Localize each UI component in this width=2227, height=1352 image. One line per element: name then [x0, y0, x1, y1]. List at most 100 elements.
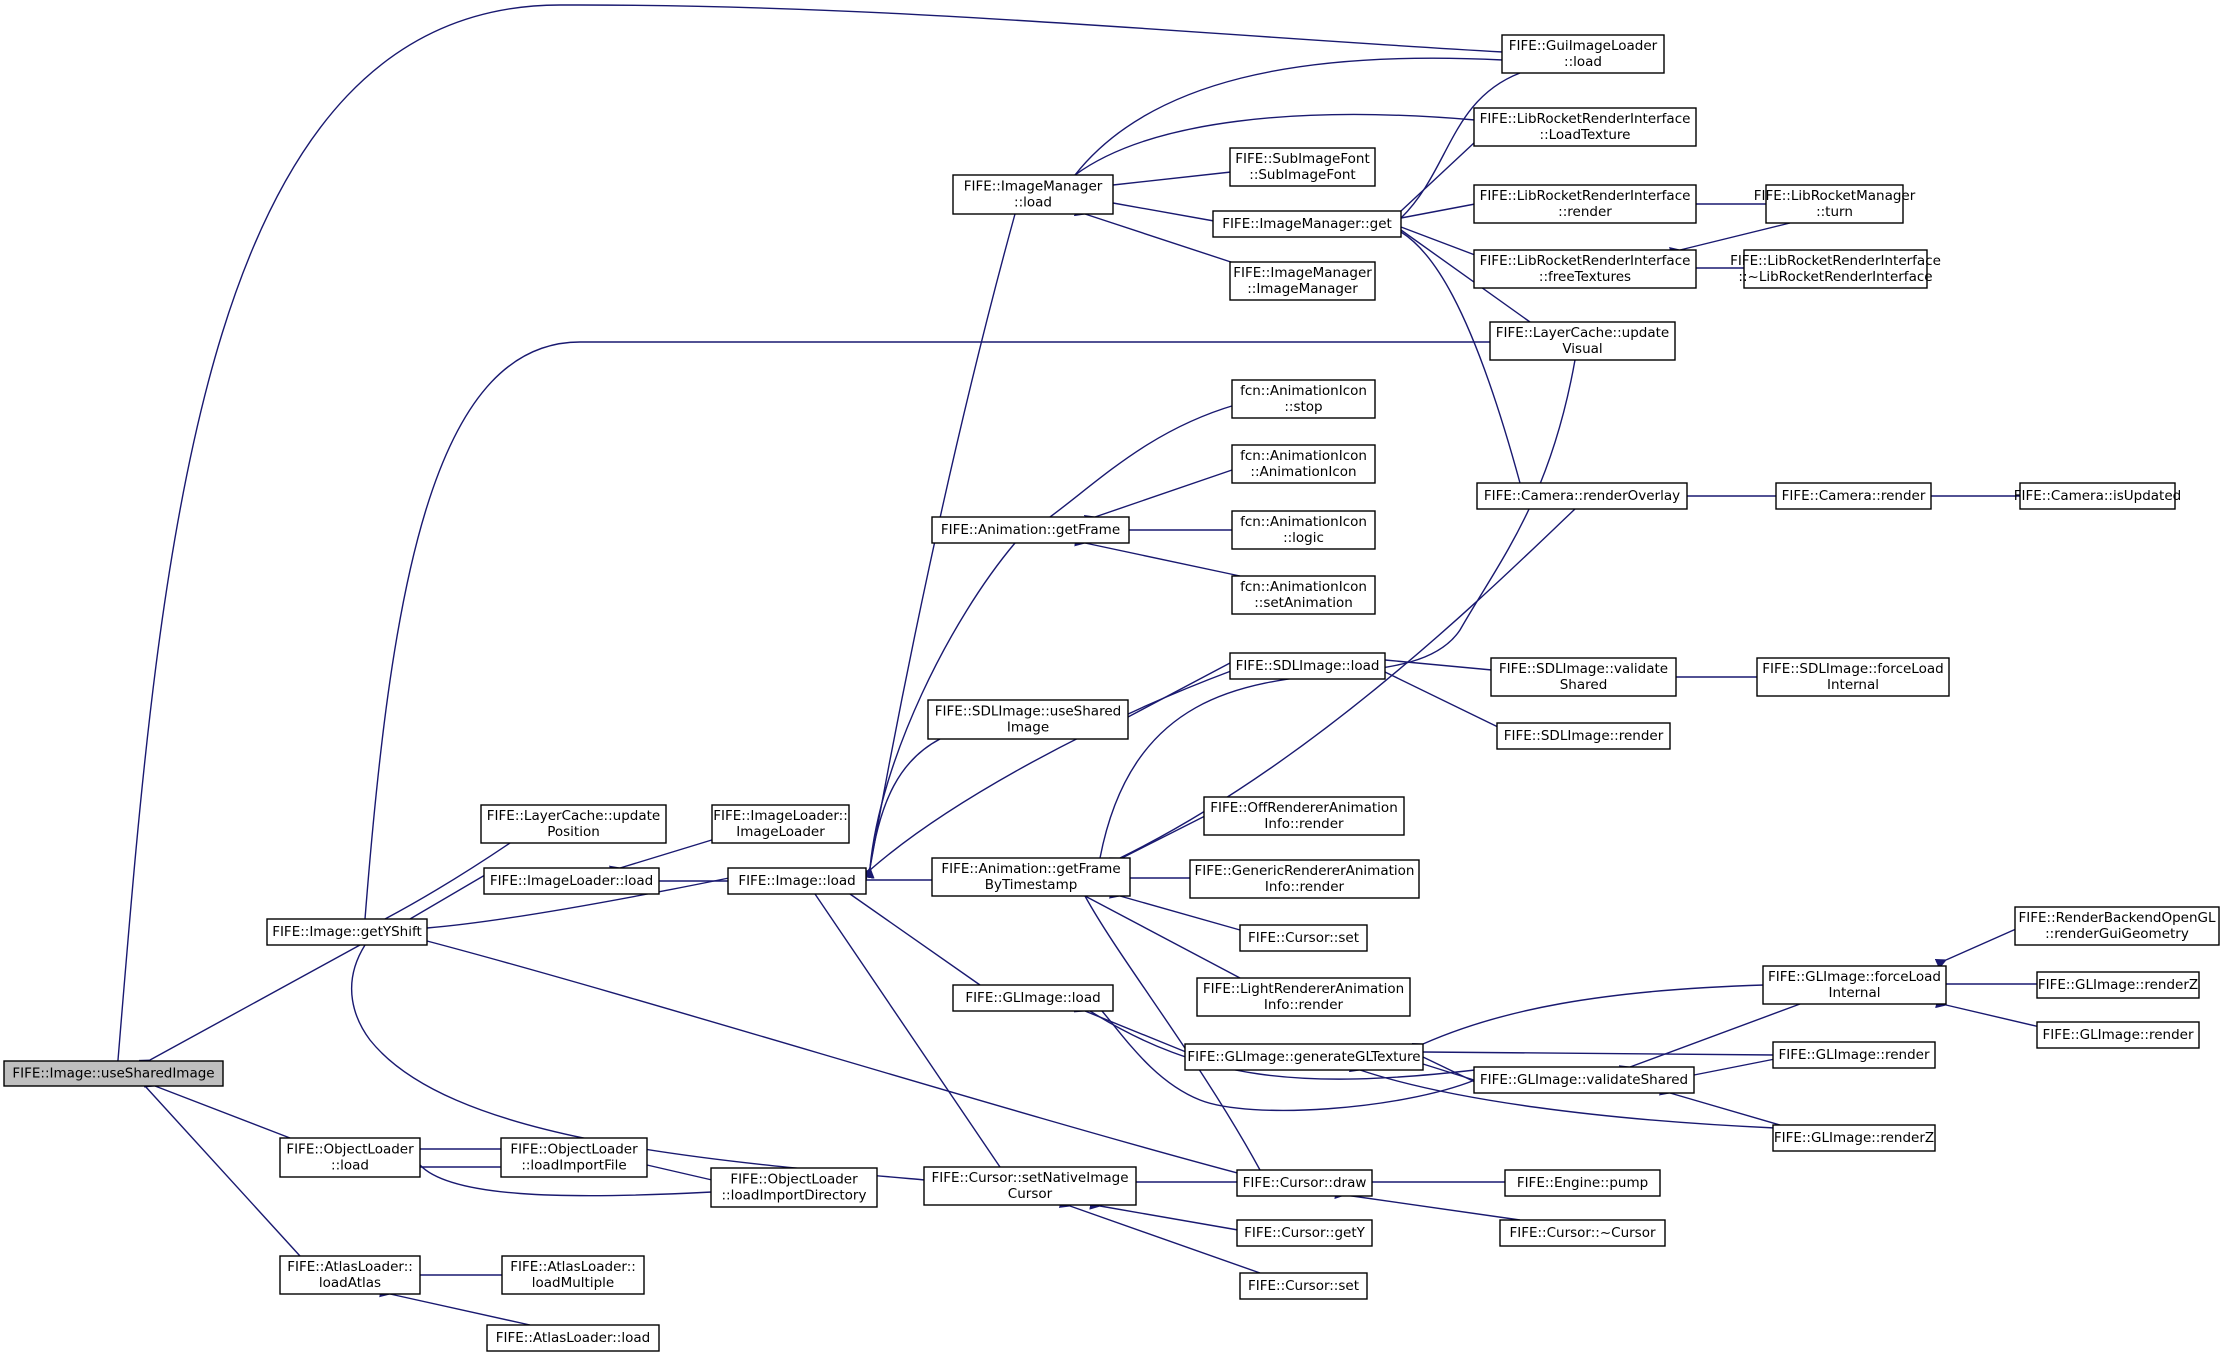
edge-n18-to-n12: [1102, 171, 1232, 192]
node-n3[interactable]: FIFE::AtlasLoader::loadAtlas: [279, 1255, 421, 1295]
node-n46[interactable]: FIFE::LibRocketRenderInterface::~LibRock…: [1730, 249, 1941, 289]
node-n40[interactable]: FIFE::SDLImage::validateShared: [1490, 657, 1677, 697]
edge-n42-to-n16: [1078, 1001, 1476, 1080]
node-label: fcn::AnimationIcon: [1240, 383, 1367, 399]
node-n7[interactable]: FIFE::ObjectLoader::loadImportDirectory: [710, 1167, 878, 1208]
node-label: Info::render: [1264, 997, 1344, 1013]
node-n24[interactable]: fcn::AnimationIcon::setAnimation: [1231, 575, 1376, 615]
node-n54[interactable]: FIFE::GLImage::renderZ: [2036, 971, 2200, 999]
node-n50[interactable]: FIFE::GLImage::render: [1772, 1041, 1936, 1069]
edge-n28-to-n15: [1108, 888, 1241, 931]
node-n41[interactable]: FIFE::SDLImage::render: [1496, 722, 1671, 750]
node-label: Cursor: [1008, 1186, 1053, 1202]
node-label: FIFE::GuiImageLoader: [1509, 38, 1658, 54]
node-label: fcn::AnimationIcon: [1240, 514, 1367, 530]
node-n45[interactable]: FIFE::LibRocketManager::turn: [1754, 184, 1916, 224]
node-n22[interactable]: fcn::AnimationIcon::AnimationIcon: [1231, 444, 1376, 484]
node-n31[interactable]: FIFE::Cursor::draw: [1236, 1169, 1373, 1197]
node-box: [1762, 965, 1947, 1005]
node-n36[interactable]: FIFE::LibRocketRenderInterface::render: [1473, 184, 1697, 224]
edge-n3-to-n0: [134, 1074, 301, 1257]
node-n9[interactable]: FIFE::AtlasLoader::load: [486, 1324, 660, 1352]
node-box: [1499, 1219, 1666, 1247]
node-n47[interactable]: FIFE::Camera::render: [1775, 482, 1932, 510]
node-label: Internal: [1827, 677, 1879, 693]
node-n32[interactable]: FIFE::Cursor::getY: [1236, 1219, 1373, 1247]
node-n0[interactable]: FIFE::Image::useSharedImage: [3, 1060, 224, 1087]
node-n44[interactable]: FIFE::Cursor::~Cursor: [1499, 1219, 1666, 1247]
node-n30[interactable]: FIFE::GLImage::generateGLTexture: [1184, 1043, 1424, 1071]
node-n20[interactable]: FIFE::ImageManager::ImageManager: [1229, 261, 1376, 301]
node-n39[interactable]: FIFE::Camera::renderOverlay: [1476, 482, 1688, 510]
node-n6[interactable]: FIFE::ObjectLoader::loadImportFile: [500, 1137, 648, 1178]
node-n53[interactable]: FIFE::RenderBackendOpenGL::renderGuiGeom…: [2014, 906, 2220, 946]
node-n21[interactable]: fcn::AnimationIcon::stop: [1231, 379, 1376, 419]
node-n25[interactable]: FIFE::SDLImage::load: [1229, 652, 1386, 680]
edge-n11-to-n1: [416, 877, 730, 935]
node-box: [1476, 482, 1688, 510]
node-label: FIFE::ObjectLoader: [730, 1172, 858, 1188]
node-box: [3, 1060, 224, 1087]
node-n2[interactable]: FIFE::ObjectLoader::load: [279, 1137, 421, 1178]
node-n34[interactable]: FIFE::GuiImageLoader::load: [1501, 34, 1665, 74]
node-n8[interactable]: FIFE::AtlasLoader::loadMultiple: [501, 1255, 645, 1295]
node-label: ::ImageManager: [1247, 281, 1358, 297]
node-box: [1473, 184, 1697, 224]
edge-n35-to-n12: [1063, 113, 1476, 186]
node-n28[interactable]: FIFE::Cursor::set: [1239, 924, 1368, 952]
node-n18[interactable]: FIFE::SubImageFont::SubImageFont: [1229, 147, 1376, 187]
node-n37[interactable]: FIFE::LibRocketRenderInterface::freeText…: [1473, 249, 1697, 289]
edge-n29-to-n15: [1073, 886, 1241, 979]
node-label: FIFE::ImageManager: [964, 179, 1103, 195]
node-box: [480, 804, 667, 844]
node-label: FIFE::Cursor::set: [1248, 930, 1359, 946]
node-n19[interactable]: FIFE::ImageManager::get: [1212, 210, 1402, 238]
node-label: FIFE::ImageLoader::: [713, 808, 848, 824]
node-n33[interactable]: FIFE::Cursor::set: [1239, 1272, 1368, 1300]
node-label: FIFE::SDLImage::useShared: [935, 704, 1121, 720]
edge-n41-to-n25: [1373, 662, 1501, 729]
node-n23[interactable]: fcn::AnimationIcon::logic: [1231, 510, 1376, 550]
node-box: [1231, 575, 1376, 615]
node-n16[interactable]: FIFE::GLImage::load: [952, 984, 1114, 1012]
node-n27[interactable]: FIFE::GenericRendererAnimationInfo::rend…: [1189, 859, 1420, 899]
node-label: FIFE::SDLImage::render: [1504, 728, 1664, 744]
node-label: FIFE::Cursor::set: [1248, 1278, 1359, 1294]
node-n14[interactable]: FIFE::SDLImage::useSharedImage: [927, 699, 1129, 740]
node-n1[interactable]: FIFE::Image::getYShift: [266, 918, 428, 946]
node-n5[interactable]: FIFE::ImageLoader::load: [483, 867, 660, 895]
edge-n40-to-n25: [1374, 653, 1493, 671]
node-label: FIFE::LibRocketRenderInterface: [1480, 111, 1691, 127]
node-n13[interactable]: FIFE::Animation::getFrame: [931, 516, 1130, 544]
node-n51[interactable]: FIFE::GLImage::renderZ: [1772, 1124, 1936, 1152]
edge-n31-to-n1: [416, 933, 1246, 1176]
node-n52[interactable]: FIFE::Camera::isUpdated: [2014, 482, 2181, 510]
node-n42[interactable]: FIFE::GLImage::validateShared: [1473, 1066, 1695, 1094]
node-box: [1473, 107, 1697, 147]
edge-n22-to-n13: [1083, 469, 1233, 526]
node-n35[interactable]: FIFE::LibRocketRenderInterface::LoadText…: [1473, 107, 1697, 147]
node-n11[interactable]: FIFE::Image::load: [727, 867, 867, 895]
node-box: [1203, 796, 1405, 836]
node-box: [1765, 184, 1904, 224]
edge-n30-to-n42: [1422, 1063, 1486, 1089]
node-n55[interactable]: FIFE::GLImage::render: [2036, 1021, 2200, 1049]
edge-n38-to-n1: [358, 341, 1491, 930]
node-label: ::LoadTexture: [1540, 127, 1631, 143]
node-label: ::loadImportFile: [521, 1158, 626, 1174]
node-n10[interactable]: FIFE::ImageLoader::ImageLoader: [711, 804, 850, 844]
node-box: [710, 1167, 878, 1208]
node-n43[interactable]: FIFE::Engine::pump: [1504, 1169, 1661, 1197]
edge-n51-to-n30: [1348, 1061, 1776, 1129]
node-label: FIFE::Camera::render: [1782, 488, 1926, 504]
node-n12[interactable]: FIFE::ImageManager::load: [952, 174, 1114, 215]
